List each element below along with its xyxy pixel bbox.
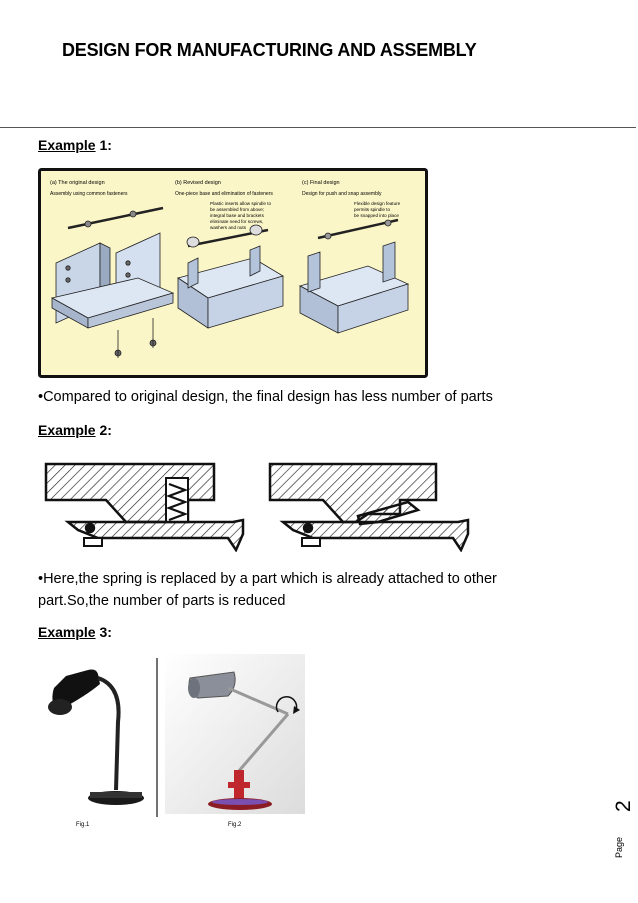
fig1-a-title: (a) The original design	[50, 180, 105, 186]
example-2-word: Example	[38, 422, 96, 438]
snap-fit-integral-spring	[268, 462, 470, 552]
example-1-word: Example	[38, 137, 96, 153]
example-3-number: 3:	[95, 624, 112, 640]
header-divider	[0, 127, 636, 128]
fig1-b-note-2: be assembled from above;	[210, 207, 264, 212]
fig1-b-title: (b) Revised design	[175, 180, 221, 186]
figure-example-1: (a) The original design Assembly using c…	[38, 168, 428, 378]
page-number: 2	[612, 800, 635, 812]
fig1-original-assembly	[50, 206, 175, 358]
fig1-c-title: (c) Final design	[302, 180, 340, 186]
fig3-caption-1: Fig.1	[76, 822, 90, 828]
bullet-2-line-2: part.So,the number of parts is reduced	[38, 593, 286, 609]
desk-lamp-original	[48, 669, 144, 805]
example-1-heading: Example 1:	[38, 137, 112, 153]
fig3-caption-2: Fig.2	[228, 822, 242, 828]
fig1-b-note-1: Plastic inserts allow spindle to	[210, 201, 271, 206]
fig1-c-note-3: be snapped into place	[354, 213, 399, 218]
page-label: Page	[614, 836, 624, 858]
example-2-heading: Example 2:	[38, 422, 112, 438]
figure-example-2	[44, 462, 470, 552]
desk-lamp-redesign	[165, 654, 305, 814]
fig1-a-sub: Assembly using common fasteners	[50, 191, 128, 197]
fig1-b-sub: One-piece base and elimination of fasten…	[175, 191, 273, 197]
bullet-2: •Here,the spring is replaced by a part w…	[38, 568, 598, 612]
snap-fit-with-spring	[44, 462, 245, 552]
bullet-2-line-1: •Here,the spring is replaced by a part w…	[38, 571, 497, 587]
fig1-b-note-4: eliminate need for screws,	[210, 219, 263, 224]
fig1-final-assembly	[298, 218, 410, 334]
figure-example-3: Fig.1 Fig.2	[48, 654, 305, 828]
example-2-number: 2:	[95, 422, 112, 438]
fig1-c-note-2: permits spindle to	[354, 207, 390, 212]
example-3-word: Example	[38, 624, 96, 640]
document-title: DESIGN FOR MANUFACTURING AND ASSEMBLY	[62, 40, 477, 60]
fig1-b-note-3: integral base and brackets	[210, 213, 265, 218]
fig1-c-sub: Design for push and snap assembly	[302, 191, 382, 197]
example-3-heading: Example 3:	[38, 624, 112, 640]
fig1-b-note-5: washers and nuts	[210, 225, 247, 230]
fig1-revised-assembly	[177, 224, 284, 329]
fig1-c-note-1: Flexible design feature	[354, 201, 401, 206]
bullet-1: •Compared to original design, the final …	[38, 389, 493, 405]
example-1-number: 1:	[95, 137, 112, 153]
